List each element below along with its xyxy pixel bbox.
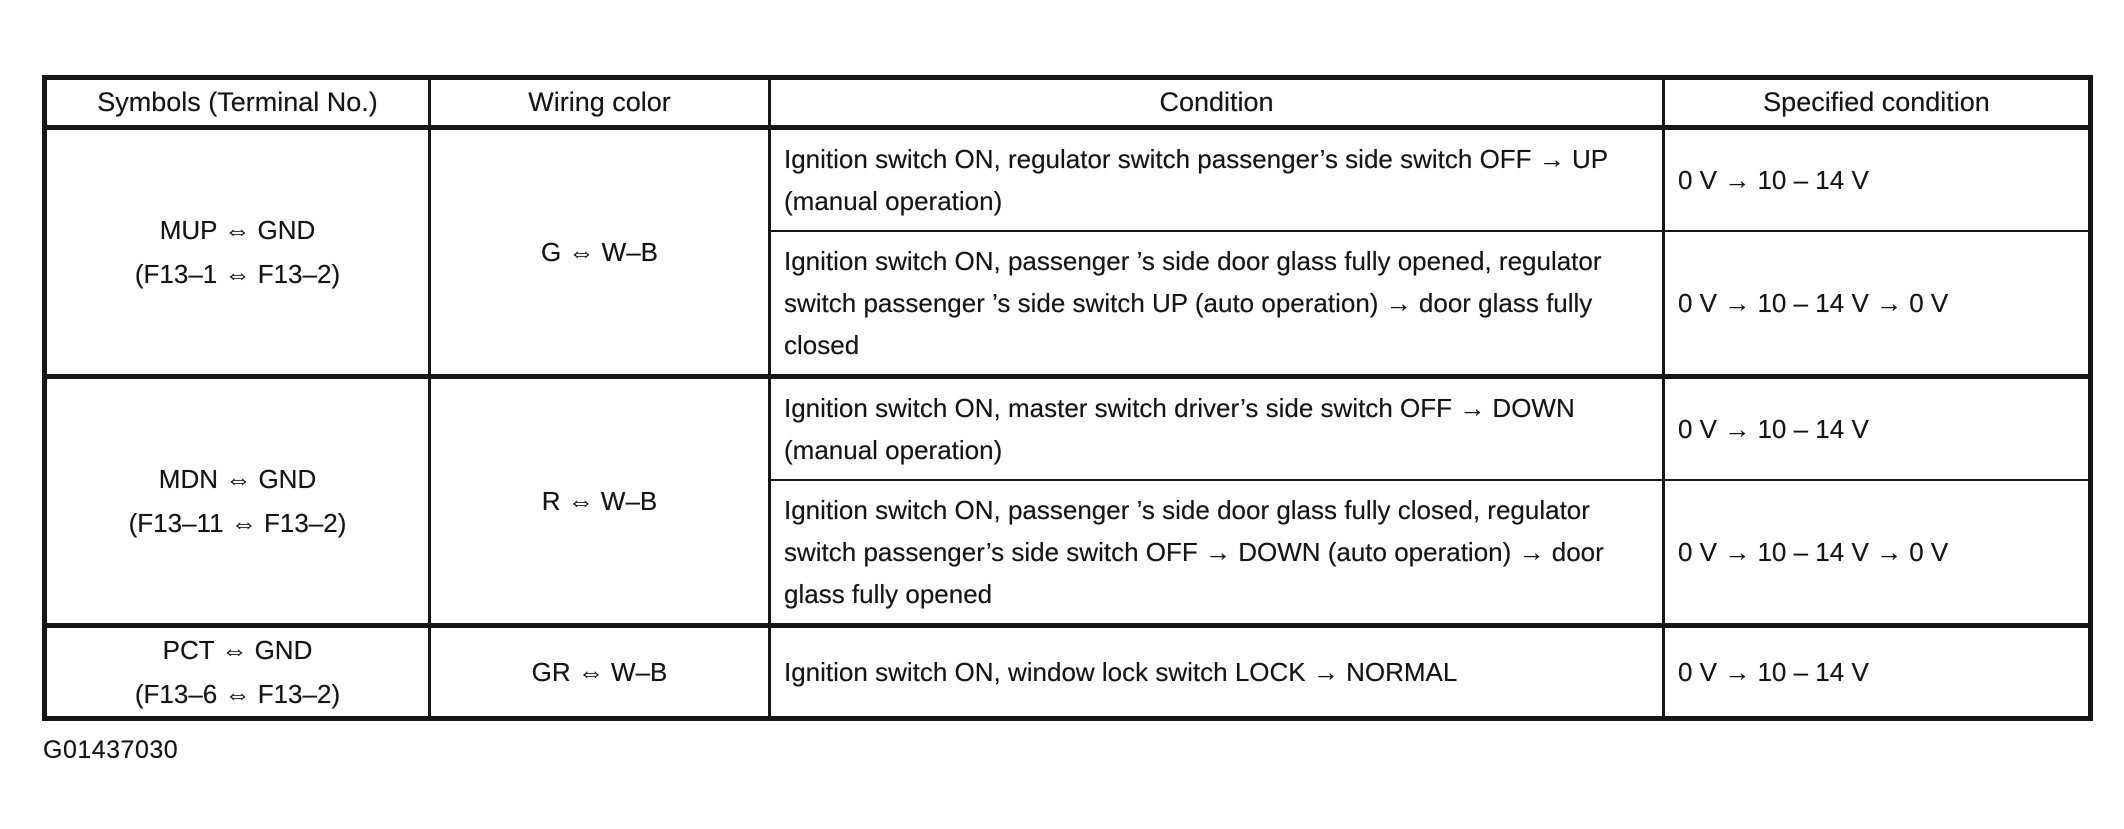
figure-id: G01437030 <box>43 736 179 764</box>
specified-condition-cell: 0 V → 10 – 14 V → 0 V <box>1662 480 2092 628</box>
specified-condition-cell: 0 V → 10 – 14 V <box>1662 376 2092 481</box>
condition-cell: Ignition switch ON, window lock switch L… <box>768 625 1665 721</box>
wiring-color-cell: GR ⇔ W–B <box>428 625 771 721</box>
terminal-spec-table: Symbols (Terminal No.) Wiring color Cond… <box>42 75 2093 721</box>
symbol-terminals: MUP ⇔ GND <box>159 215 316 245</box>
col-header-symbols: Symbols (Terminal No.) <box>43 77 431 130</box>
specified-condition-cell: 0 V → 10 – 14 V <box>1662 625 2092 721</box>
table-row: Ignition switch ON, passenger ’s side do… <box>45 231 2092 379</box>
table-row: MUP ⇔ GND (F13–1 ⇔ F13–2) G ⇔ W–B Igniti… <box>43 127 2092 379</box>
col-header-condition: Condition <box>768 77 1665 130</box>
condition-cell: Ignition switch ON, passenger ’s side do… <box>768 480 1665 628</box>
condition-cell: Ignition switch ON, master switch driver… <box>768 376 1665 481</box>
symbols-cell: MDN ⇔ GND (F13–11 ⇔ F13–2) <box>43 376 431 628</box>
table-row: PCT ⇔ GND (F13–6 ⇔ F13–2) GR ⇔ W–B Ignit… <box>43 625 2092 721</box>
table-row: MDN ⇔ GND (F13–11 ⇔ F13–2) R ⇔ W–B Ignit… <box>43 376 2092 628</box>
wiring-color-cell: R ⇔ W–B <box>428 376 771 628</box>
specified-condition-cell: 0 V → 10 – 14 V <box>1662 127 2092 232</box>
specified-condition-cell: 0 V → 10 – 14 V → 0 V <box>1662 231 2092 379</box>
table-row: Ignition switch ON, passenger ’s side do… <box>45 480 2092 628</box>
col-header-specified-condition: Specified condition <box>1662 77 2092 130</box>
condition-cell: Ignition switch ON, regulator switch pas… <box>768 127 1665 232</box>
symbols-cell: PCT ⇔ GND (F13–6 ⇔ F13–2) <box>43 625 431 721</box>
symbol-terminals: PCT ⇔ GND <box>162 635 313 665</box>
symbol-terminal-numbers: (F13–11 ⇔ F13–2) <box>128 508 347 538</box>
symbols-cell: MUP ⇔ GND (F13–1 ⇔ F13–2) <box>43 127 431 379</box>
wiring-color-cell: G ⇔ W–B <box>428 127 771 379</box>
condition-cell: Ignition switch ON, passenger ’s side do… <box>768 231 1665 379</box>
symbol-terminals: MDN ⇔ GND <box>158 464 317 494</box>
symbol-terminal-numbers: (F13–6 ⇔ F13–2) <box>134 679 341 709</box>
col-header-wiring-color: Wiring color <box>428 77 771 130</box>
symbol-terminal-numbers: (F13–1 ⇔ F13–2) <box>134 259 341 289</box>
table-header-row: Symbols (Terminal No.) Wiring color Cond… <box>43 77 2092 130</box>
